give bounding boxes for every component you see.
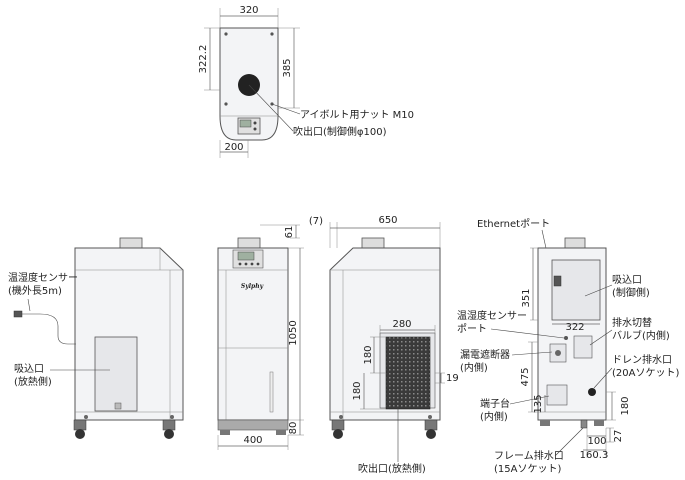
side-dim-650: 650 — [378, 215, 397, 226]
drain-outlet-label-line2: (20Aソケット) — [612, 367, 679, 379]
sensor-port-label-line1: 温湿度センサー — [457, 309, 527, 322]
ethernet-port — [553, 275, 562, 287]
drain-outlet — [588, 388, 596, 396]
side-dim-180-vertical: 180 — [363, 345, 374, 364]
top-width-dim: 320 — [239, 5, 258, 16]
top-view: 320 322.2 385 200 アイボルト用ナット M10 吹出口(制御側φ… — [198, 5, 414, 158]
rear-dim-135: 135 — [533, 394, 544, 413]
left-intake-label-line1: 吸込口 — [14, 363, 44, 375]
top-bottom-dim: 200 — [224, 142, 243, 153]
top-outlet-label: 吹出口(制御側φ100) — [293, 125, 387, 138]
sensor-label-line1: 温湿度センサー — [8, 271, 78, 284]
rear-intake-panel — [551, 259, 601, 321]
side-view: (7) 650 280 180 180 19 吹出口(放熱側) — [309, 215, 459, 475]
front-dim-1050: 1050 — [288, 320, 299, 345]
left-intake-panel — [94, 336, 138, 412]
top-depth-dim-right: 385 — [282, 58, 293, 77]
display-screen — [239, 119, 252, 128]
sensor-probe — [13, 310, 23, 318]
rear-dim-160-3: 160.3 — [580, 450, 609, 461]
drain-valve-label-line1: 排水切替 — [612, 316, 652, 329]
frame-drain-label-line2: (15Aソケット) — [494, 463, 561, 475]
front-logo: Sylphy — [241, 283, 264, 290]
front-dim-61: 61 — [284, 226, 295, 239]
rear-dim-351: 351 — [521, 288, 532, 307]
frame-drain-label-line1: フレーム排水口 — [494, 449, 564, 462]
rear-dim-322: 322 — [565, 322, 584, 333]
rear-dim-475: 475 — [520, 367, 531, 386]
rear-view: Ethernetポート 351 322 475 135 180 — [457, 218, 679, 475]
rear-dim-100: 100 — [587, 436, 606, 447]
rear-intake-label-line1: 吸込口 — [612, 274, 642, 286]
side-dim-180-horizontal: 180 — [352, 381, 363, 400]
left-view: 温湿度センサー (機外長5m) 吸込口 (放熱側) — [8, 237, 184, 439]
side-outlet-label: 吹出口(放熱側) — [358, 462, 426, 475]
top-depth-dim-left: 322.2 — [198, 45, 209, 74]
breaker-label-line1: 漏電遮断器 — [460, 348, 510, 361]
side-dim-7: (7) — [309, 216, 323, 227]
front-dim-400: 400 — [243, 435, 262, 446]
rear-dim-180: 180 — [620, 396, 631, 415]
front-view: 61 Sylphy 1050 80 400 — [217, 224, 304, 450]
side-exhaust-grille — [385, 336, 431, 410]
side-dim-280: 280 — [392, 319, 411, 330]
drain-outlet-label-line1: ドレン排水口 — [612, 353, 672, 366]
terminal-label-line2: (内側) — [480, 410, 508, 423]
drain-valve-label-line2: バルブ(内側) — [612, 329, 670, 342]
left-intake-label-line2: (放熱側) — [14, 375, 52, 388]
terminal-label-line1: 端子台 — [480, 397, 510, 410]
rear-dim-27: 27 — [613, 430, 624, 443]
breaker-label-line2: (内側) — [460, 361, 488, 374]
rear-intake-label-line2: (制御側) — [612, 286, 650, 299]
sensor-label-line2: (機外長5m) — [8, 284, 62, 297]
ethernet-label: Ethernetポート — [477, 218, 550, 230]
eyebolt-label: アイボルト用ナット M10 — [300, 109, 414, 121]
sensor-port-label-line2: ポート — [457, 323, 487, 335]
front-dim-80: 80 — [288, 422, 299, 435]
side-dim-19: 19 — [446, 373, 459, 384]
